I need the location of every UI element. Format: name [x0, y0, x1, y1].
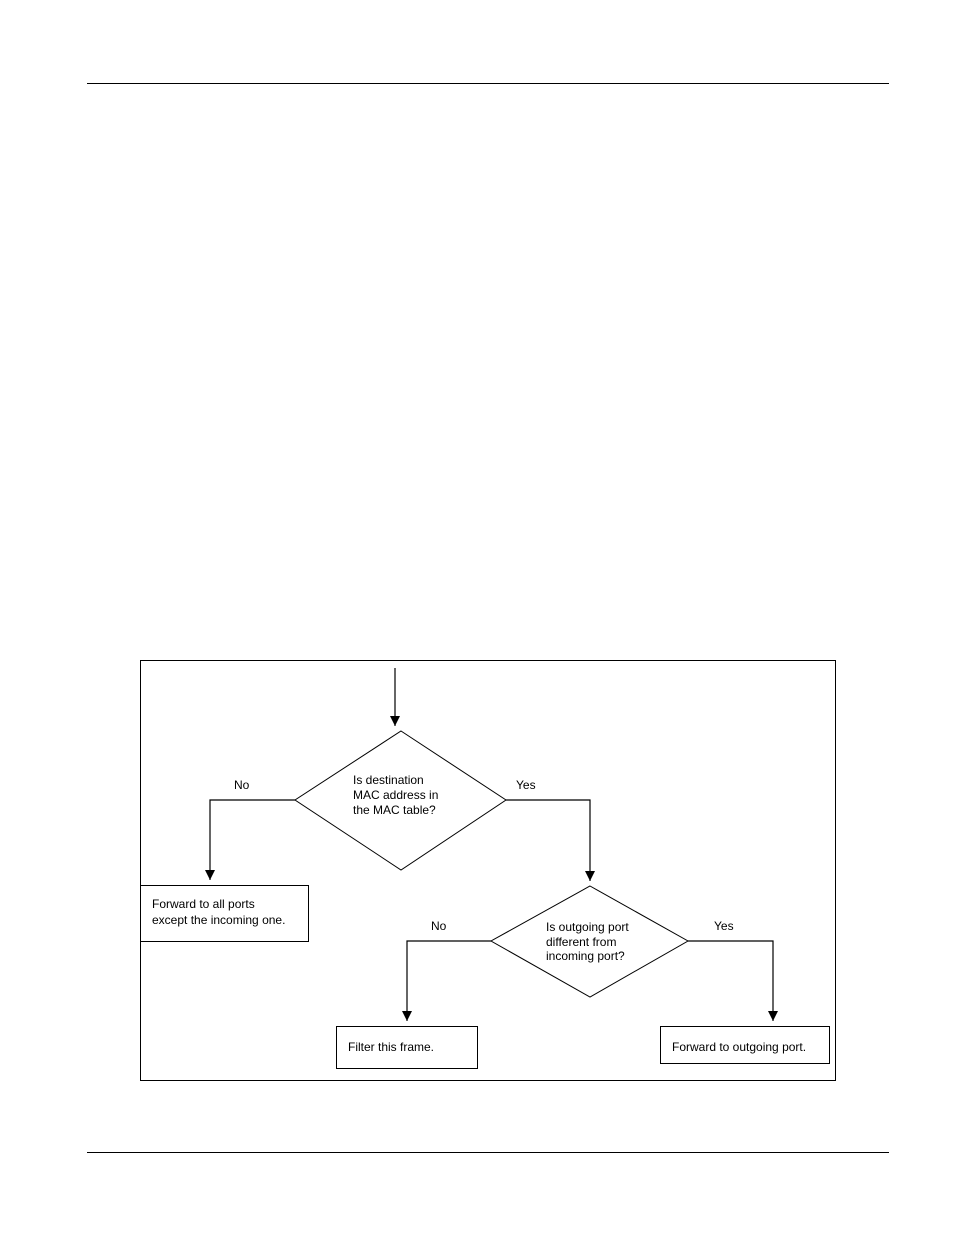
- decision-outgoing-port-line: incoming port?: [546, 949, 625, 963]
- process-filter-frame-line: Filter this frame.: [348, 1040, 434, 1054]
- connector-d1-no: [210, 800, 295, 880]
- branch-label-yes: Yes: [516, 778, 536, 792]
- connector-d2-no: [407, 941, 491, 1021]
- decision-outgoing-port-line: different from: [546, 935, 616, 949]
- figure-frame: [141, 661, 836, 1081]
- decision-outgoing-port-line: Is outgoing port: [546, 920, 629, 934]
- process-forward-outgoing-port-line: Forward to outgoing port.: [672, 1040, 806, 1054]
- process-forward-all-ports-line: except the incoming one.: [152, 913, 285, 927]
- svg-text:Is outgoing port different: Is outgoing port different from incoming…: [546, 920, 632, 963]
- branch-label-no: No: [431, 919, 447, 933]
- branch-label-yes: Yes: [714, 919, 734, 933]
- branch-label-no: No: [234, 778, 250, 792]
- connector-d1-yes: [506, 800, 590, 881]
- decision-destination-mac-line: the MAC table?: [353, 803, 436, 817]
- decision-destination-mac-line: MAC address in: [353, 788, 438, 802]
- decision-destination-mac-line: Is destination: [353, 773, 424, 787]
- connector-d2-yes: [688, 941, 773, 1021]
- process-forward-all-ports-line: Forward to all ports: [152, 897, 255, 911]
